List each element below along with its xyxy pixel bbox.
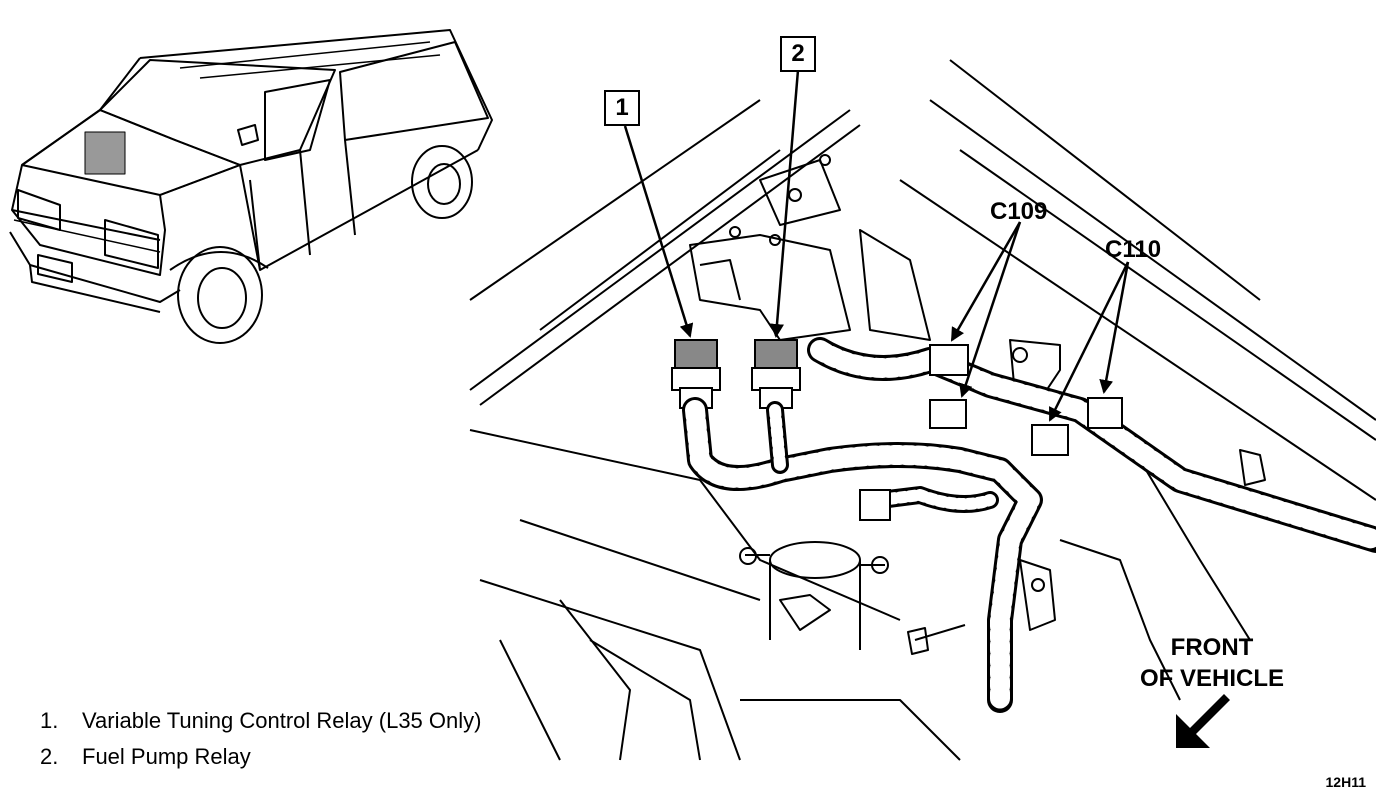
engine-compartment-linework: [469, 59, 1376, 761]
front-label-line2: OF VEHICLE: [1139, 665, 1284, 692]
wiring-harness: [682, 337, 1376, 713]
van-locator-illustration: [9, 29, 493, 344]
legend-number: 2.: [40, 744, 59, 769]
connector-label-c110: C110: [1105, 236, 1162, 263]
legend-item-1: 1. Variable Tuning Control Relay (L35 Onl…: [40, 708, 481, 734]
callout-1: 1: [604, 90, 640, 126]
legend-text: Fuel Pump Relay: [82, 744, 251, 769]
loose-connector: [859, 489, 891, 521]
front-label-line1: FRONT: [1170, 634, 1254, 661]
connector-label-c109: C109: [990, 198, 1048, 225]
connector-c110-parts: [1031, 397, 1123, 456]
legend-number: 1.: [40, 708, 59, 733]
relay-2: [751, 339, 801, 409]
legend-item-2: 2. Fuel Pump Relay: [40, 744, 251, 770]
callout-2: 2: [780, 36, 816, 72]
leader-arrows: [623, 69, 1130, 422]
figure-code: 12H11: [1325, 774, 1366, 790]
front-of-vehicle-label: FRONT OF VEHICLE: [1128, 632, 1296, 694]
front-direction-arrow-icon: [1176, 694, 1230, 748]
legend-text: Variable Tuning Control Relay (L35 Only): [82, 708, 482, 733]
connector-c109-parts: [929, 344, 969, 429]
